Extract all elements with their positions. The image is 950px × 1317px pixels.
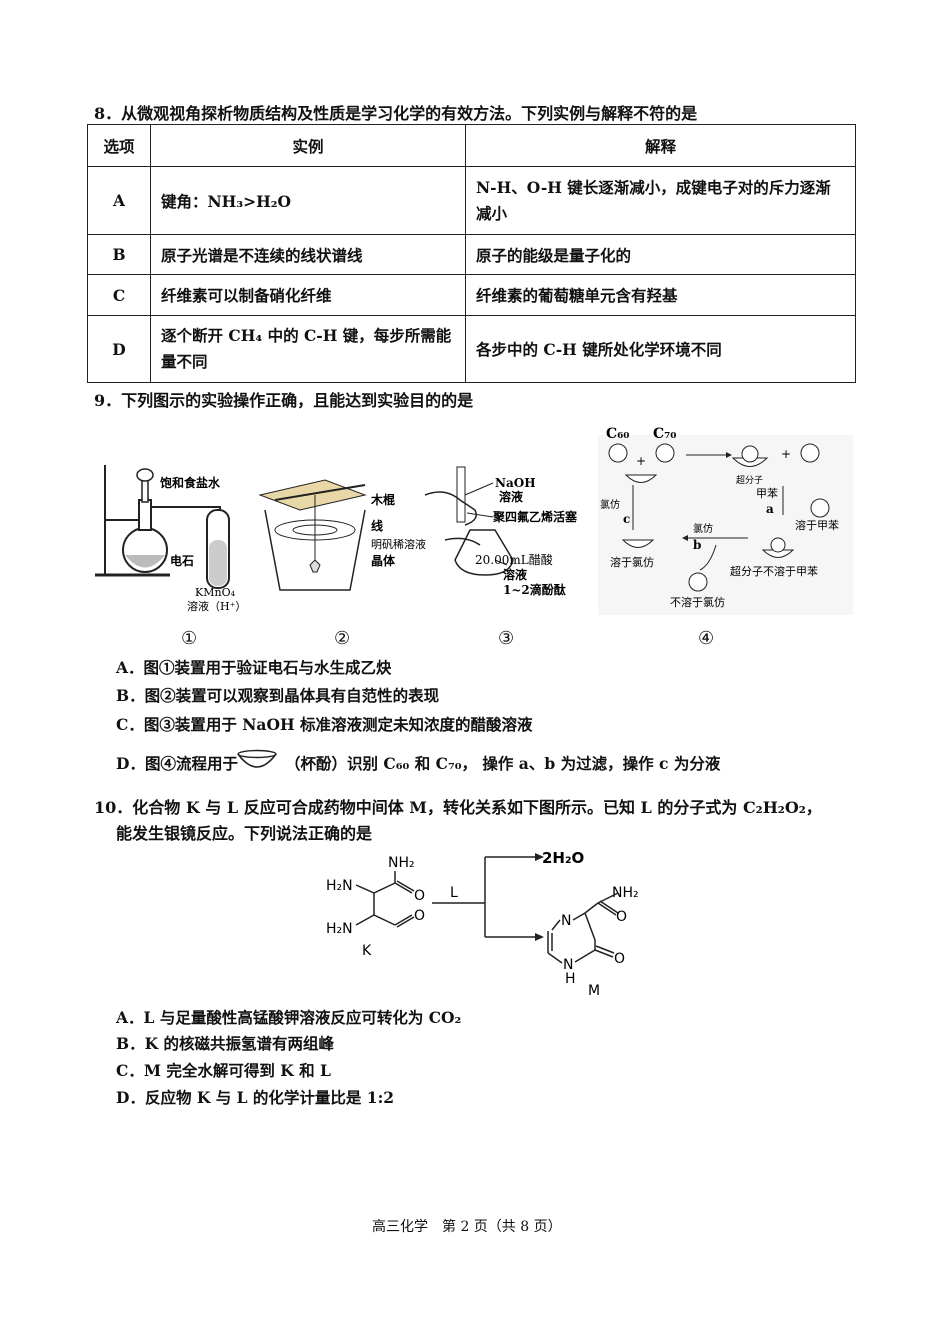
- label-operation-a: a: [766, 502, 774, 516]
- q10-stem-line1: 10．化合物 K 与 L 反应可合成药物中间体 M，转化关系如下图所示。已知 L…: [94, 798, 822, 817]
- q9-option-b: B．图②装置可以观察到晶体具有自范性的表现: [116, 686, 440, 705]
- m-nh-hydrogen: H: [565, 971, 576, 987]
- figure-2-number: ②: [334, 628, 351, 649]
- row-example: 纤维素可以制备硝化纤维: [150, 274, 466, 316]
- label-calcium-carbide: 电石: [170, 553, 194, 568]
- reagent-l-label: L: [450, 885, 458, 901]
- header-option: 选项: [87, 124, 151, 167]
- label-chloroform-2: 氯仿: [600, 498, 620, 511]
- m-label: M: [588, 983, 600, 999]
- label-operation-b: b: [693, 538, 701, 552]
- q10-option-a: A．L 与足量酸性高锰酸钾溶液反应可转化为 CO₂: [116, 1008, 462, 1027]
- row-example: 原子光谱是不连续的线状谱线: [150, 234, 466, 275]
- row-option: A: [87, 166, 151, 235]
- label-phenolphthalein: 1~2滴酚酞: [503, 582, 566, 597]
- q10-option-b: B．K 的核磁共振氢谱有两组峰: [116, 1034, 334, 1053]
- label-supramolecule-insoluble: 超分子不溶于甲苯: [730, 564, 818, 578]
- m-ring-nitrogen: N: [561, 913, 571, 929]
- label-solution-2: 溶液: [503, 567, 527, 582]
- q10-option-d: D．反应物 K 与 L 的化学计量比是 1:2: [116, 1088, 395, 1107]
- m-nh-nitrogen: N: [563, 957, 573, 973]
- q10-option-c: C．M 完全水解可得到 K 和 L: [116, 1061, 331, 1080]
- k-oxygen-bottom: O: [414, 908, 425, 924]
- k-amide-h2n-bottom: H₂N: [326, 921, 353, 937]
- label-alum-solution: 明矾稀溶液: [371, 537, 426, 551]
- page-footer: 高三化学 第 2 页（共 8 页）: [372, 1219, 562, 1235]
- q9-stem: 9．下列图示的实验操作正确，且能达到实验目的的是: [94, 391, 474, 410]
- plus-sign: +: [636, 454, 646, 468]
- reaction-scheme: NH₂ H₂N O H₂N O K L 2H₂O NH₂ O N N H O M: [326, 849, 639, 999]
- m-oxygen-amide: O: [616, 909, 627, 925]
- water-product: 2H₂O: [542, 849, 584, 867]
- q8-table: 选项 实例 解释 A 键角：NH₃>H₂O N-H、O-H 键长逐渐减小，成键电…: [87, 124, 856, 383]
- label-c60: C₆₀: [606, 426, 629, 442]
- label-kmno4: KMnO₄: [195, 586, 236, 599]
- row-explanation: 纤维素的葡萄糖单元含有羟基: [465, 274, 856, 316]
- plus-sign: +: [781, 447, 791, 461]
- row-example: 逐个断开 CH₄ 中的 C-H 键，每步所需能量不同: [150, 315, 466, 383]
- q9-option-c: C．图③装置用于 NaOH 标准溶液测定未知浓度的醋酸溶液: [116, 715, 533, 734]
- q9-option-d-text: （杯酚）识别 C₆₀ 和 C₇₀， 操作 a、b 为过滤，操作 c 为分液: [285, 754, 721, 773]
- label-dissolve-chloroform: 溶于氯仿: [610, 555, 654, 569]
- figure-4-number: ④: [698, 628, 715, 649]
- k-amine-h2n: H₂N: [326, 878, 353, 894]
- figure-3-number: ③: [498, 628, 515, 649]
- label-thread: 线: [371, 518, 383, 533]
- row-option: D: [87, 315, 151, 383]
- label-acetic-acid: 20.00mL醋酸: [475, 552, 553, 567]
- row-option: C: [87, 274, 151, 316]
- figure-1-number: ①: [181, 628, 198, 649]
- label-operation-c: c: [623, 512, 630, 526]
- calixarene-bowl-icon: [237, 749, 277, 768]
- k-amide-nh2-top: NH₂: [388, 855, 415, 871]
- table-row: B 原子光谱是不连续的线状谱线 原子的能级是量子化的: [87, 234, 856, 275]
- row-explanation: 原子的能级是量子化的: [465, 234, 856, 275]
- q10-stem-line2: 能发生银镜反应。下列说法正确的是: [116, 824, 373, 843]
- k-oxygen-top: O: [414, 888, 425, 904]
- figure-4-flowchart: C₆₀ C₇₀ + + 超分子 甲苯 a 溶于甲苯 超分子不溶于甲苯 氯仿 b …: [598, 426, 853, 615]
- header-example: 实例: [150, 124, 466, 167]
- label-chloroform-1: 氯仿: [693, 522, 713, 535]
- figure-3-apparatus: NaOH 溶液 聚四氟乙烯活塞 20.00mL醋酸 溶液 1~2滴酚酞: [424, 466, 578, 597]
- header-explanation: 解释: [465, 124, 856, 167]
- figure-1-apparatus: 饱和食盐水 电石 KMnO₄ 溶液（H⁺）: [95, 465, 246, 613]
- label-supramolecule: 超分子: [736, 474, 763, 486]
- q9-option-d-prefix: D．图④流程用于: [116, 754, 238, 773]
- label-ptfe-stopcock: 聚四氟乙烯活塞: [492, 509, 578, 524]
- label-wood-stick: 木棍: [370, 492, 395, 507]
- table-row: C 纤维素可以制备硝化纤维 纤维素的葡萄糖单元含有羟基: [87, 274, 856, 316]
- label-solution-1: 溶液: [499, 489, 523, 504]
- q9-option-a: A．图①装置用于验证电石与水生成乙炔: [116, 658, 392, 677]
- m-amide-nh2: NH₂: [612, 885, 639, 901]
- label-dissolve-toluene: 溶于甲苯: [795, 518, 839, 532]
- row-explanation: 各步中的 C-H 键所处化学环境不同: [465, 315, 856, 383]
- figure-2-apparatus: 木棍 线 明矾稀溶液 晶体: [258, 479, 426, 591]
- row-example: 键角：NH₃>H₂O: [150, 166, 466, 235]
- k-label: K: [362, 943, 372, 959]
- table-row: A 键角：NH₃>H₂O N-H、O-H 键长逐渐减小，成键电子对的斥力逐渐减小: [87, 166, 856, 235]
- label-insoluble-chloroform: 不溶于氯仿: [670, 595, 725, 609]
- row-explanation: N-H、O-H 键长逐渐减小，成键电子对的斥力逐渐减小: [465, 166, 856, 235]
- label-c70: C₇₀: [653, 426, 676, 442]
- q8-stem: 8．从微观视角探析物质结构及性质是学习化学的有效方法。下列实例与解释不符的是: [94, 104, 698, 123]
- label-toluene: 甲苯: [756, 486, 778, 500]
- m-oxygen-ring: O: [614, 951, 625, 967]
- label-naoh: NaOH: [495, 476, 536, 490]
- label-brine: 饱和食盐水: [160, 475, 221, 490]
- table-row: D 逐个断开 CH₄ 中的 C-H 键，每步所需能量不同 各步中的 C-H 键所…: [87, 315, 856, 383]
- row-option: B: [87, 234, 151, 275]
- label-crystal: 晶体: [371, 553, 396, 568]
- label-solution-h: 溶液（H⁺）: [187, 599, 246, 613]
